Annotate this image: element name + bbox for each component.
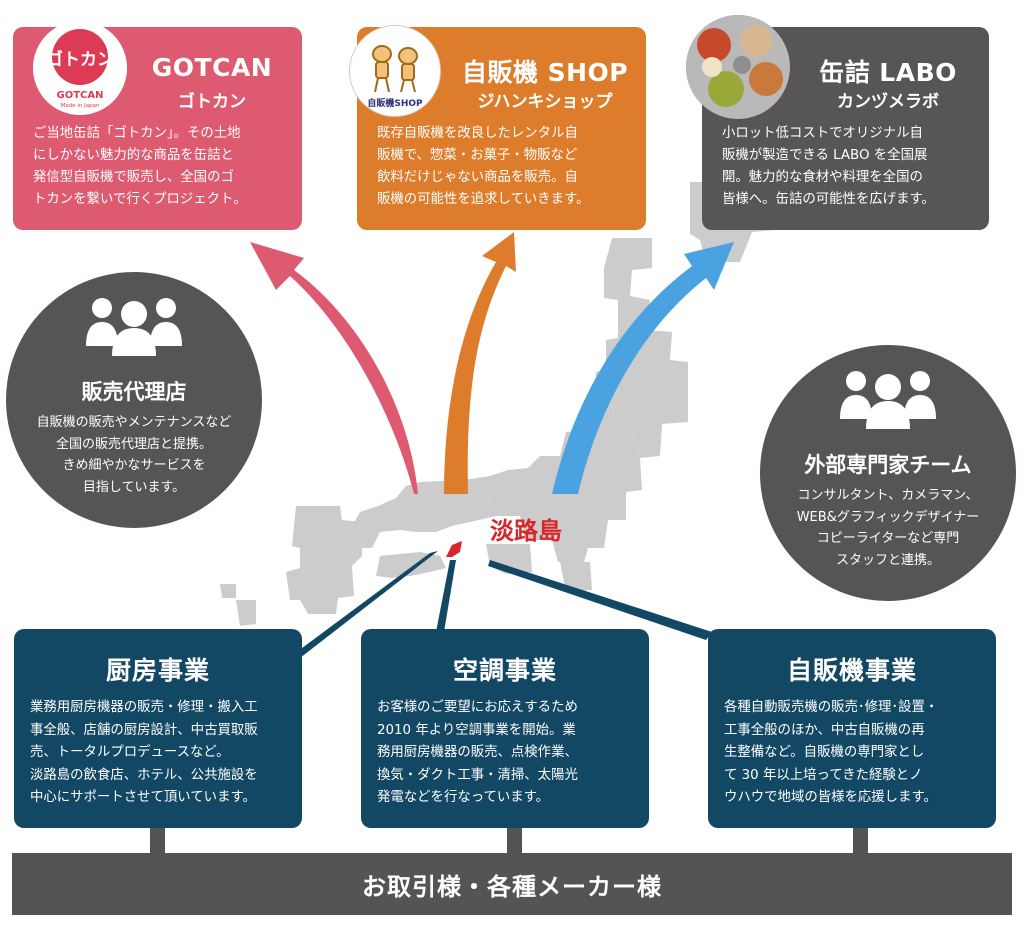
jihanki-shop-description: 既存自販機を改良したレンタル自 販機で、惣菜・お菓子・物販など 飲料だけじゃない…	[377, 123, 590, 211]
desc-line: 販機の可能性を追求していきます。	[377, 192, 590, 207]
desc-line: 発電などを行なっています。	[377, 790, 550, 805]
gotcan-logo: ゴトカン GOTCAN Made in Japan	[33, 21, 127, 115]
partners-label: お取引様・各種メーカー様	[362, 873, 662, 901]
air-conditioning-business-card: 空調事業 お客様のご要望にお応えするため 2010 年より空調事業を開始。業 務…	[361, 629, 649, 828]
kitchen-business-card: 厨房事業 業務用厨房機器の販売・修理・搬入工 事全般、店舗の厨房設計、中古買取販…	[14, 629, 302, 828]
gotcan-subtitle: ゴトカン	[178, 92, 246, 112]
desc-line: 開。魅力的な食材や料理を全国の	[722, 170, 923, 185]
desc-line: 生整備など。自販機の専門家とし	[724, 745, 925, 760]
desc-line: 販機で、惣菜・お菓子・物販など	[377, 148, 578, 163]
shop-logo-caption: 自販機SHOP	[367, 97, 423, 109]
arrow-to-shop	[444, 232, 516, 494]
desc-line: 各種自動販売機の販売･修理･設置・	[724, 700, 939, 715]
desc-line: 飲料だけじゃない商品を販売。自	[377, 170, 578, 185]
desc-line: 中心にサポートさせて頂いています。	[30, 790, 256, 805]
jihanki-shop-title: 自販機 SHOP	[461, 58, 629, 87]
gotcan-title: GOTCAN	[151, 53, 273, 82]
desc-line: て 30 年以上培ってきた経験とノ	[724, 767, 923, 783]
people-group-icon	[86, 298, 182, 356]
desc-line: コンサルタント、カメラマン、	[797, 488, 979, 503]
sales-agency-circle: 販売代理店 自販機の販売やメンテナンスなど 全国の販売代理店と提携。 きめ細やか…	[6, 272, 262, 528]
gotcan-logo-small: Made in Japan	[61, 103, 100, 109]
shop-characters-icon: 自販機SHOP	[350, 26, 440, 116]
desc-line: にしかない魅力的な商品を缶詰と	[33, 148, 234, 163]
desc-line: 小ロット低コストでオリジナル自	[722, 126, 923, 141]
desc-line: 目指しています。	[82, 479, 186, 495]
desc-line: 淡路島の飲食店、ホテル、公共施設を	[30, 767, 258, 783]
desc-line: ウハウで地域の皆様を応援します。	[724, 790, 937, 805]
sales-agency-description: 自販機の販売やメンテナンスなど 全国の販売代理店と提携。 きめ細やかなサービスを…	[6, 412, 262, 498]
connector-post	[150, 826, 165, 854]
desc-line: 換気・ダクト工事・清掃、太陽光	[377, 767, 578, 783]
kitchen-business-title: 厨房事業	[105, 656, 210, 685]
kitchen-business-description: 業務用厨房機器の販売・修理・搬入工 事全般、店舗の厨房設計、中古買取販 売、トー…	[30, 697, 290, 810]
people-group-icon	[840, 371, 936, 429]
desc-line: 全国の販売代理店と提携。	[55, 436, 212, 452]
connector-post	[853, 826, 868, 854]
gotcan-logo-mark: ゴトカン	[46, 49, 114, 70]
expert-team-description: コンサルタント、カメラマン、 WEB&グラフィックデザイナー コピーライターなど…	[760, 485, 1016, 571]
desc-line: 工事全般のほか、中古自販機の再	[724, 722, 925, 738]
kanzume-labo-title: 缶詰 LABO	[819, 58, 957, 87]
gotcan-logo-icon: ゴトカン GOTCAN Made in Japan	[33, 21, 127, 115]
desc-line: 皆様へ。缶詰の可能性を広げます。	[722, 192, 935, 207]
desc-line: お客様のご要望にお応えするため	[377, 700, 578, 715]
connector-lines	[294, 551, 712, 658]
desc-line: ご当地缶詰「ゴトカン」。その土地	[33, 126, 241, 141]
desc-line: 自販機の販売やメンテナンスなど	[36, 415, 232, 430]
desc-line: 既存自販機を改良したレンタル自	[377, 126, 578, 141]
expert-team-title: 外部専門家チーム	[804, 453, 972, 477]
arrow-to-labo	[552, 242, 734, 494]
desc-line: 務用厨房機器の販売、点検作業、	[377, 745, 578, 760]
air-conditioning-business-description: お客様のご要望にお応えするため 2010 年より空調事業を開始。業 務用厨房機器…	[377, 697, 637, 810]
desc-line: トカンを繋いで行くプロジェクト。	[33, 192, 247, 207]
desc-line: コピーライターなど専門	[816, 531, 960, 546]
vending-machine-business-description: 各種自動販売機の販売･修理･設置・ 工事全般のほか、中古自販機の再 生整備など。…	[724, 697, 984, 810]
desc-line: WEB&グラフィックデザイナー	[796, 509, 980, 525]
kanzume-labo-description: 小ロット低コストでオリジナル自 販機が製造できる LABO を全国展 開。魅力的…	[722, 123, 935, 211]
jihanki-shop-card: 自販機SHOP 自販機 SHOP ジハンキショップ 既存自販機を改良したレンタル…	[349, 25, 646, 230]
desc-line: きめ細やかなサービスを	[62, 458, 206, 473]
desc-line: 事全般、店舗の厨房設計、中古買取販	[30, 722, 258, 738]
awaji-island-label: 淡路島	[490, 517, 562, 545]
expert-team-circle: 外部専門家チーム コンサルタント、カメラマン、 WEB&グラフィックデザイナー …	[760, 345, 1016, 601]
awaji-island-marker	[446, 541, 462, 557]
air-conditioning-business-title: 空調事業	[452, 656, 557, 685]
kanzume-labo-photo	[686, 15, 790, 119]
jihanki-shop-logo: 自販機SHOP	[349, 25, 441, 117]
arrow-to-gotcan	[250, 242, 418, 494]
desc-line: 発信型自販機で販売し、全国のゴ	[33, 170, 234, 185]
jihanki-shop-subtitle: ジハンキショップ	[477, 92, 613, 112]
gotcan-logo-caption: GOTCAN	[57, 90, 104, 101]
desc-line: 2010 年より空調事業を開始。業	[377, 722, 576, 738]
kanzume-labo-card: 缶詰 LABO カンヅメラボ 小ロット低コストでオリジナル自 販機が製造できる …	[686, 15, 989, 230]
gotcan-description: ご当地缶詰「ゴトカン」。その土地 にしかない魅力的な商品を缶詰と 発信型自販機で…	[33, 123, 247, 211]
partners-base-bar: お取引様・各種メーカー様	[12, 853, 1012, 915]
desc-line: スタッフと連携。	[835, 552, 940, 568]
desc-line: 売、トータルプロデュースなど。	[30, 745, 230, 760]
connector-post	[507, 826, 522, 854]
vending-machine-business-title: 自販機事業	[786, 656, 917, 685]
vending-machine-business-card: 自販機事業 各種自動販売機の販売･修理･設置・ 工事全般のほか、中古自販機の再 …	[708, 629, 996, 828]
desc-line: 業務用厨房機器の販売・修理・搬入工	[30, 700, 258, 715]
kanzume-labo-subtitle: カンヅメラボ	[837, 92, 939, 112]
desc-line: 販機が製造できる LABO を全国展	[722, 148, 928, 163]
gotcan-card: ゴトカン GOTCAN Made in Japan GOTCAN ゴトカン ご当…	[13, 21, 302, 230]
canned-food-photo-icon	[686, 15, 790, 119]
sales-agency-title: 販売代理店	[81, 380, 187, 404]
